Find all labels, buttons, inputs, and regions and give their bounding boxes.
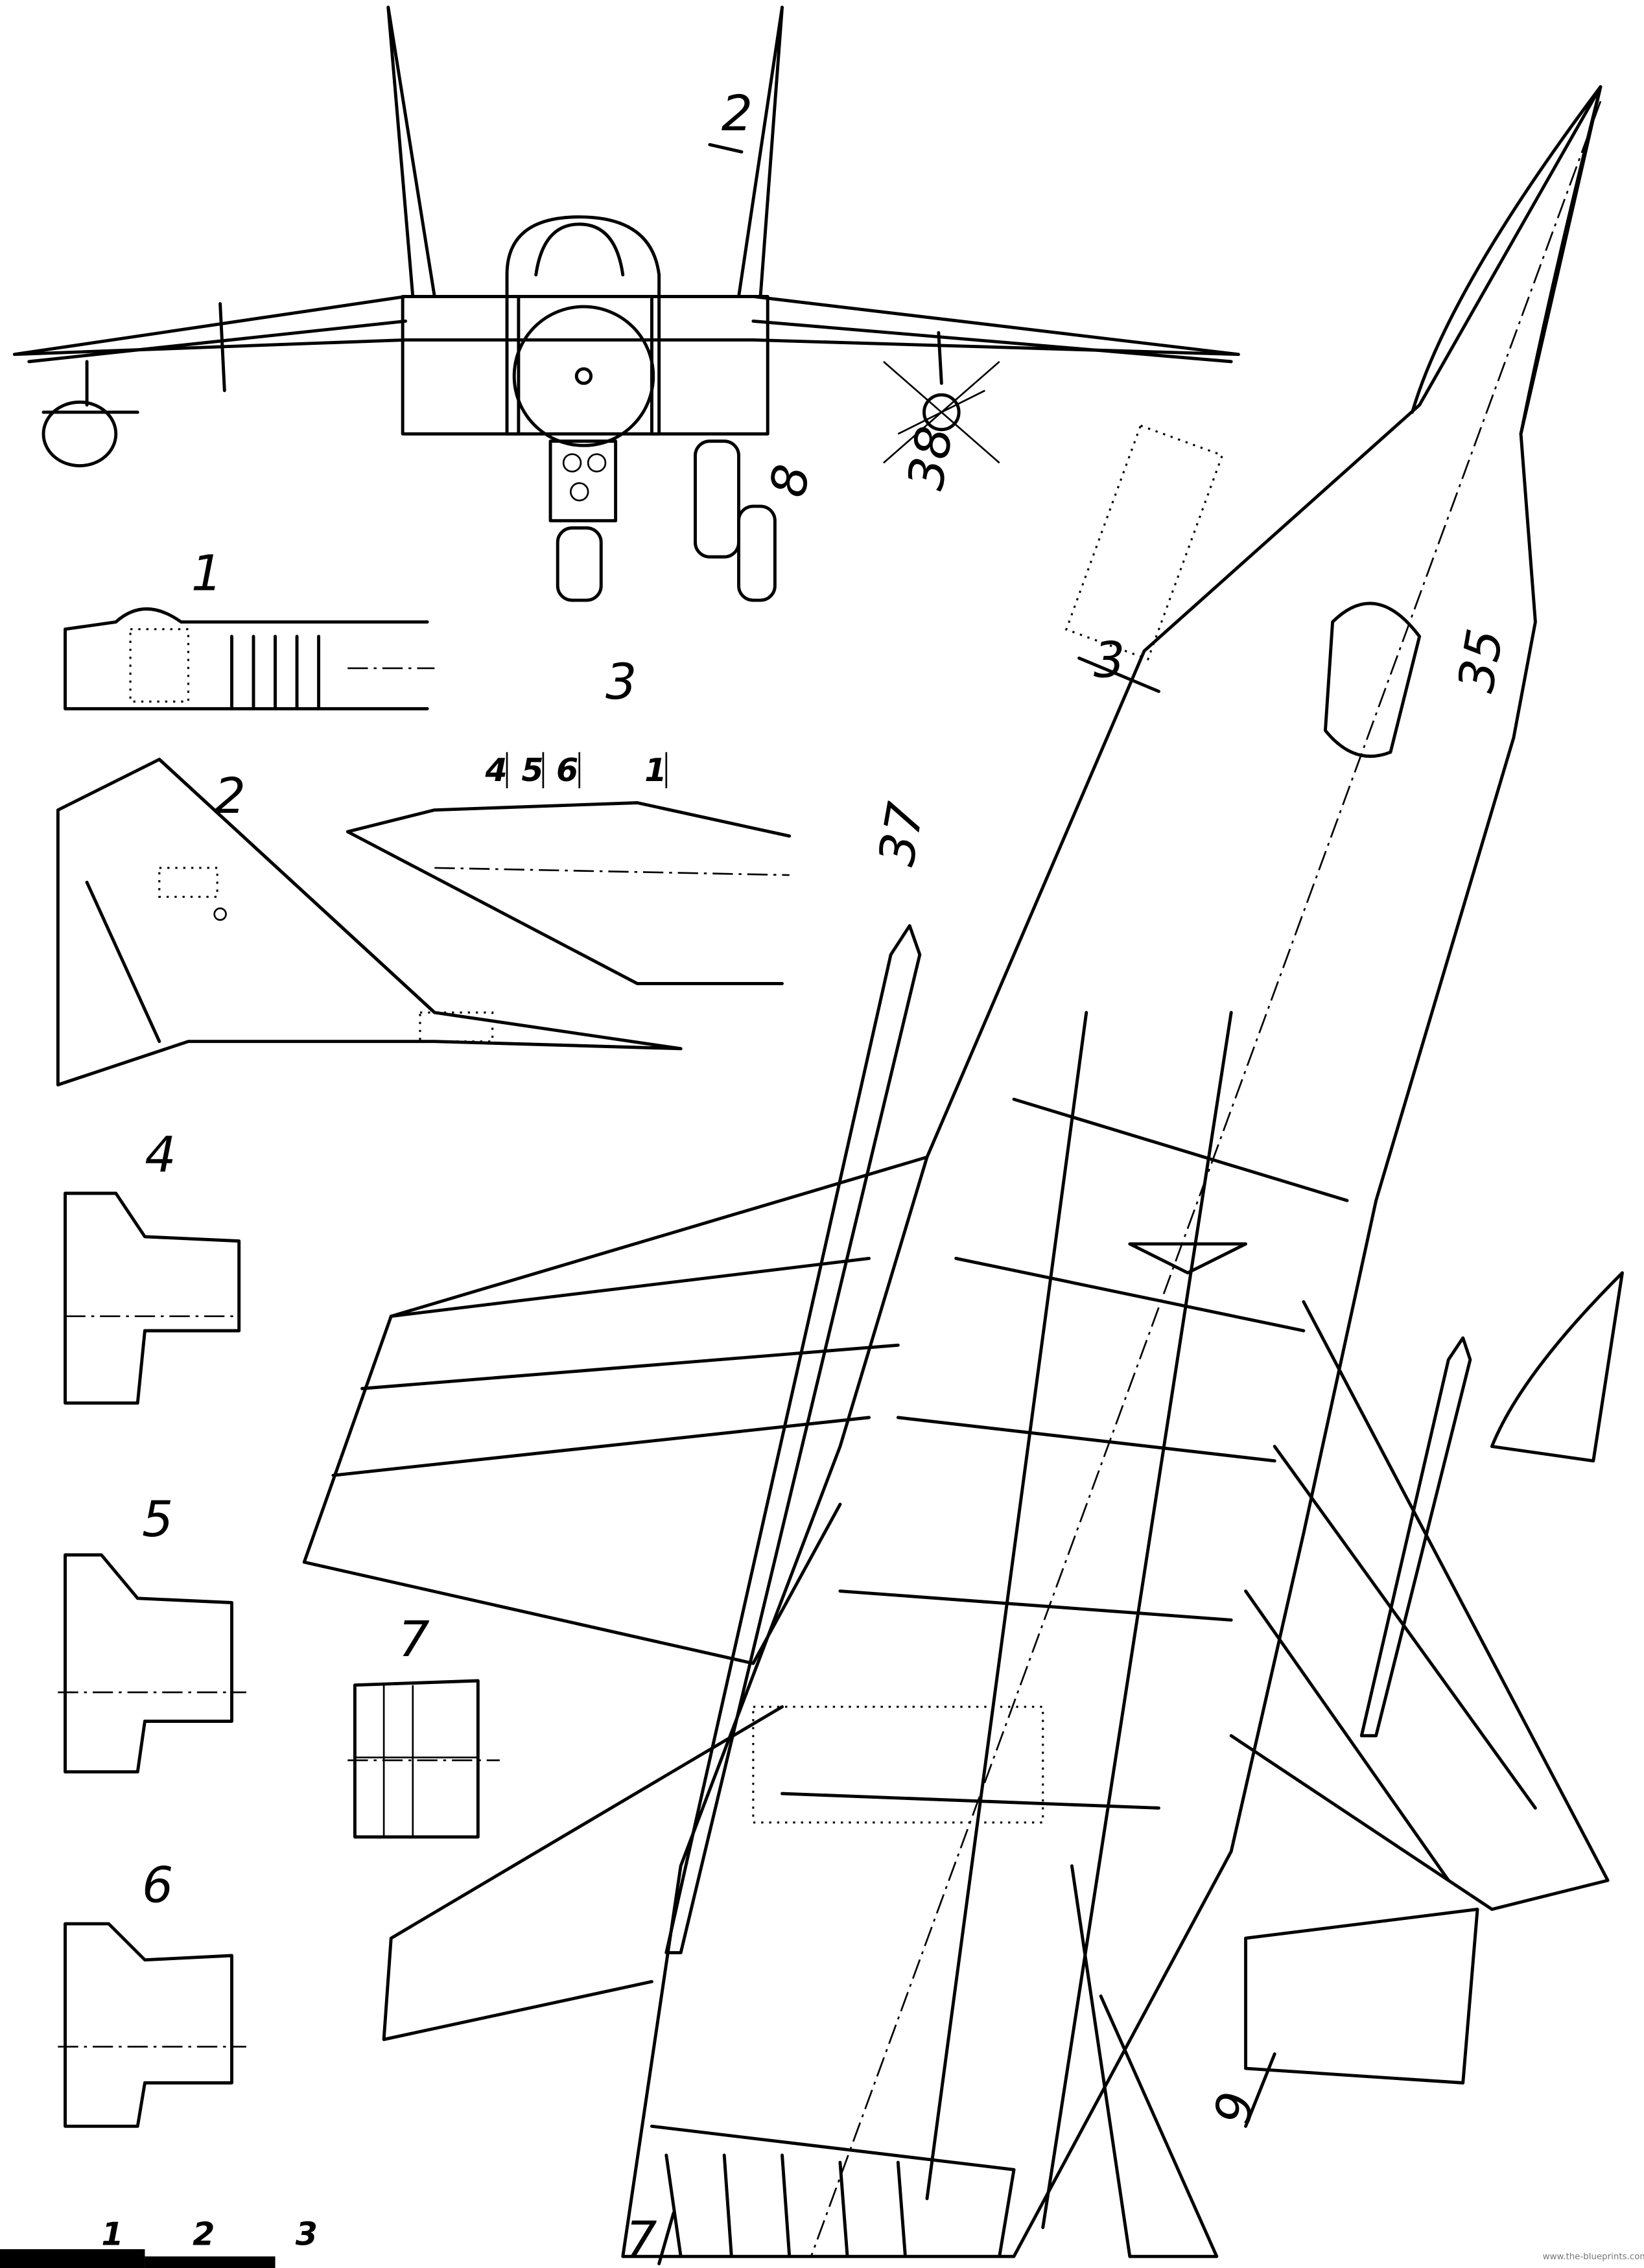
callout-7: 7 xyxy=(626,2211,657,2268)
section-4-view: 4 xyxy=(64,1127,241,1405)
section-2-view: 2 xyxy=(56,758,683,1087)
scale-tick-3: 3 xyxy=(296,2215,318,2252)
callout-3: 3 xyxy=(1094,631,1125,688)
section-6-view: 6 xyxy=(58,1856,246,2128)
section-7-label: 7 xyxy=(398,1611,429,1668)
callout-9: 9 xyxy=(1204,2088,1265,2129)
section-1-label: 1 xyxy=(191,544,222,602)
scale-tick-2: 2 xyxy=(193,2215,215,2252)
section-5-view: 5 xyxy=(58,1491,246,1774)
cut-5: 5 xyxy=(521,751,543,789)
arrow-icon xyxy=(1077,656,1160,694)
callout-37: 37 xyxy=(868,799,935,870)
callout-38: 38 xyxy=(897,422,964,493)
front-arrow-2-label: 2 xyxy=(722,85,753,142)
section-1-view: 1 xyxy=(64,544,435,710)
scale-bar: 1 2 3 xyxy=(0,2215,318,2268)
callout-35: 35 xyxy=(1447,625,1514,696)
section-3-label: 3 xyxy=(605,653,637,710)
watermark: www.the-blueprints.com xyxy=(1543,2252,1644,2262)
callout-8: 8 xyxy=(759,460,821,501)
section-7-view: 7 xyxy=(347,1611,500,1839)
plan-view: 3 37 35 9 7 xyxy=(302,85,1624,2268)
arrow-icon xyxy=(708,143,744,154)
cut-6: 6 xyxy=(556,751,578,789)
cut-1: 1 xyxy=(644,751,666,789)
section-5-label: 5 xyxy=(142,1491,173,1548)
section-3-view: 3 4 5 6 1 xyxy=(346,653,792,985)
section-6-label: 6 xyxy=(142,1856,173,1913)
cut-4: 4 xyxy=(485,751,508,789)
front-view: 2 8 38 xyxy=(12,5,1240,602)
section-4-label: 4 xyxy=(145,1127,176,1184)
scale-tick-1: 1 xyxy=(101,2215,123,2252)
